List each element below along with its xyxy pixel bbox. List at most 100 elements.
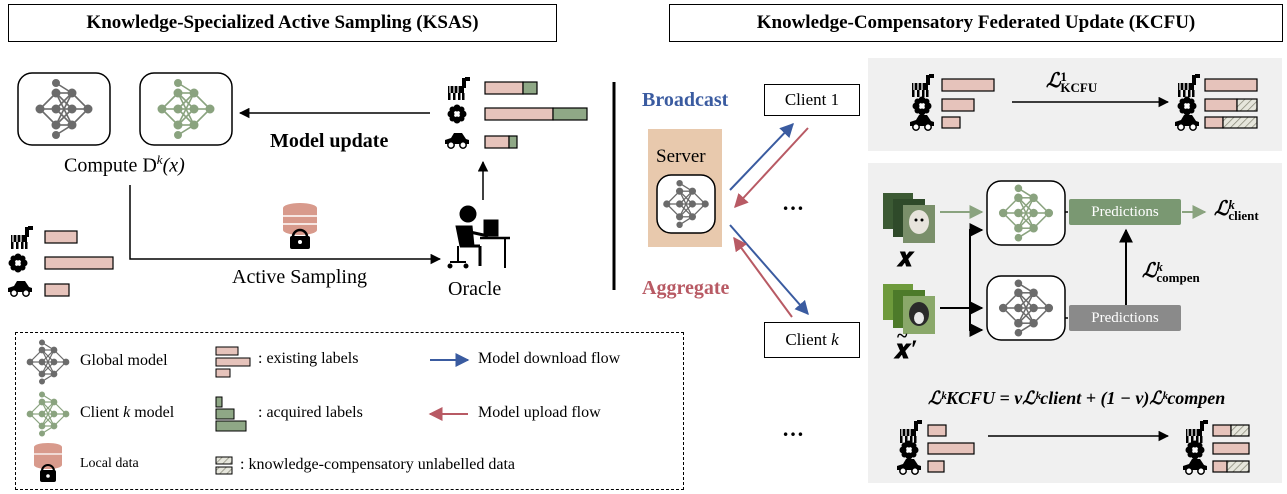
compute-arg: (x) [162, 154, 185, 177]
compensatory-bar [1222, 116, 1258, 129]
existing-label-bar [44, 283, 70, 297]
broadcast-label: Broadcast [642, 89, 729, 111]
existing-label-bar [484, 107, 554, 121]
car-icon [444, 132, 470, 149]
legend-local-data-label: Local data [80, 456, 139, 471]
server-model-icon [656, 174, 716, 234]
global-model-icon [986, 275, 1066, 341]
ellipsis-bottom: … [782, 416, 804, 441]
kcfu-title: Knowledge-Compensatory Federated Update … [669, 4, 1283, 42]
compensatory-bar [1226, 460, 1250, 473]
aggregate-arrow-top [734, 127, 809, 209]
zebra-icon [447, 76, 471, 101]
client-1-box: Client 1 [764, 84, 860, 116]
predictions-global: Predictions [1069, 305, 1181, 331]
existing-label-bar [927, 460, 945, 473]
car-icon [7, 280, 33, 297]
tilde-mark: ~ [897, 325, 908, 347]
legend-client-prefix: Client [80, 404, 124, 421]
compensatory-bar [1230, 424, 1250, 437]
existing-label-bar [941, 116, 961, 129]
ellipsis-mid: … [782, 190, 804, 215]
legend-client-model-label: Client k model [80, 404, 174, 422]
existing-label-bar [941, 98, 975, 112]
active-sampling-arrow [129, 185, 442, 265]
x-label: 𝒙 [897, 243, 914, 272]
legend-local-data-icon [34, 443, 62, 482]
x-tilde-label: 𝒙′ ~ [894, 325, 919, 366]
zebra-icon [10, 225, 34, 250]
active-sampling-label: Active Sampling [232, 266, 367, 288]
ksas-title: Knowledge-Specialized Active Sampling (K… [8, 4, 557, 42]
loss-kcfu1-sub: KCFU [1060, 80, 1098, 96]
oracle-label: Oracle [448, 278, 502, 300]
aggregate-arrow-bottom [733, 236, 793, 318]
acquired-label-bar [552, 107, 588, 121]
loss-compen-symbol: ℒ [1142, 260, 1157, 282]
loss-kcfu1-symbol: ℒ [1046, 70, 1061, 92]
existing-label-bar [44, 230, 78, 244]
existing-label-bar [1212, 442, 1250, 455]
client-k-box: Client k [764, 322, 860, 358]
legend-compensatory: : knowledge-compensatory unlabelled data [240, 456, 516, 473]
legend-existing-labels: : existing labels [258, 350, 359, 367]
client-model-icon [139, 72, 233, 146]
legend-client-var: k [123, 404, 131, 421]
broadcast-arrow-bottom [729, 224, 809, 316]
legend-existing-labels-icon [215, 346, 251, 378]
compensatory-bar [1236, 98, 1258, 112]
existing-label-bar [1212, 460, 1228, 473]
existing-label-bar [1204, 98, 1238, 112]
oracle-person-icon [447, 205, 510, 269]
acquired-label-bar [508, 135, 518, 149]
server-label: Server [656, 146, 706, 167]
compute-text: Compute D [64, 154, 157, 177]
client-k-prefix: Client [785, 330, 832, 349]
kcfu-equation: ℒᵏKCFU = νℒᵏclient + (1 − ν)ℒᵏcompen [928, 388, 1226, 408]
existing-label-bar [1212, 424, 1232, 437]
client-model-icon [986, 180, 1066, 246]
legend-acquired-labels-icon [215, 396, 247, 432]
global-model-icon [17, 72, 111, 146]
existing-label-bar [1204, 78, 1258, 92]
xprime-to-client-arrow [969, 223, 984, 308]
acquired-label-bar [522, 81, 538, 95]
flower-icon [447, 104, 467, 124]
client-k-var: k [831, 330, 839, 349]
legend-compensatory-icon [215, 456, 233, 475]
compute-label: Compute Dk(x) [64, 152, 185, 178]
legend-acquired-labels: : acquired labels [258, 404, 363, 421]
database-lock-icon [283, 203, 317, 249]
existing-label-bar [44, 256, 114, 270]
loss-client-sub: client [1228, 208, 1259, 224]
cat-image-icon [883, 284, 935, 334]
broadcast-arrow-top [729, 122, 794, 191]
existing-label-bar [941, 78, 995, 92]
flower-icon [8, 253, 28, 273]
loss-kcfu1-sup: 1 [1060, 69, 1067, 85]
existing-label-bar [484, 135, 510, 149]
legend-global-model-label: Global model [80, 352, 168, 369]
x-tilde-text: 𝒙′ [894, 335, 919, 364]
existing-label-bar [927, 442, 975, 455]
legend-client-suffix: model [130, 404, 175, 421]
model-update-label: Model update [270, 130, 389, 152]
loss-client-symbol: ℒ [1214, 198, 1229, 220]
loss-compen-sub: compen [1156, 270, 1200, 286]
aggregate-label: Aggregate [642, 277, 730, 299]
existing-label-bar [927, 424, 947, 437]
dog-image-icon [883, 193, 935, 243]
legend-upload-flow: Model upload flow [478, 404, 601, 421]
existing-label-bar [484, 81, 524, 95]
legend-box [15, 332, 684, 490]
predictions-client: Predictions [1069, 199, 1181, 225]
loss-compen-sup: k [1156, 259, 1163, 275]
legend-download-flow: Model download flow [478, 350, 621, 367]
loss-client-sup: k [1228, 197, 1235, 213]
existing-label-bar [1204, 116, 1224, 129]
compute-sup: k [156, 152, 163, 167]
xprime-to-global-arrow-2 [969, 308, 984, 337]
